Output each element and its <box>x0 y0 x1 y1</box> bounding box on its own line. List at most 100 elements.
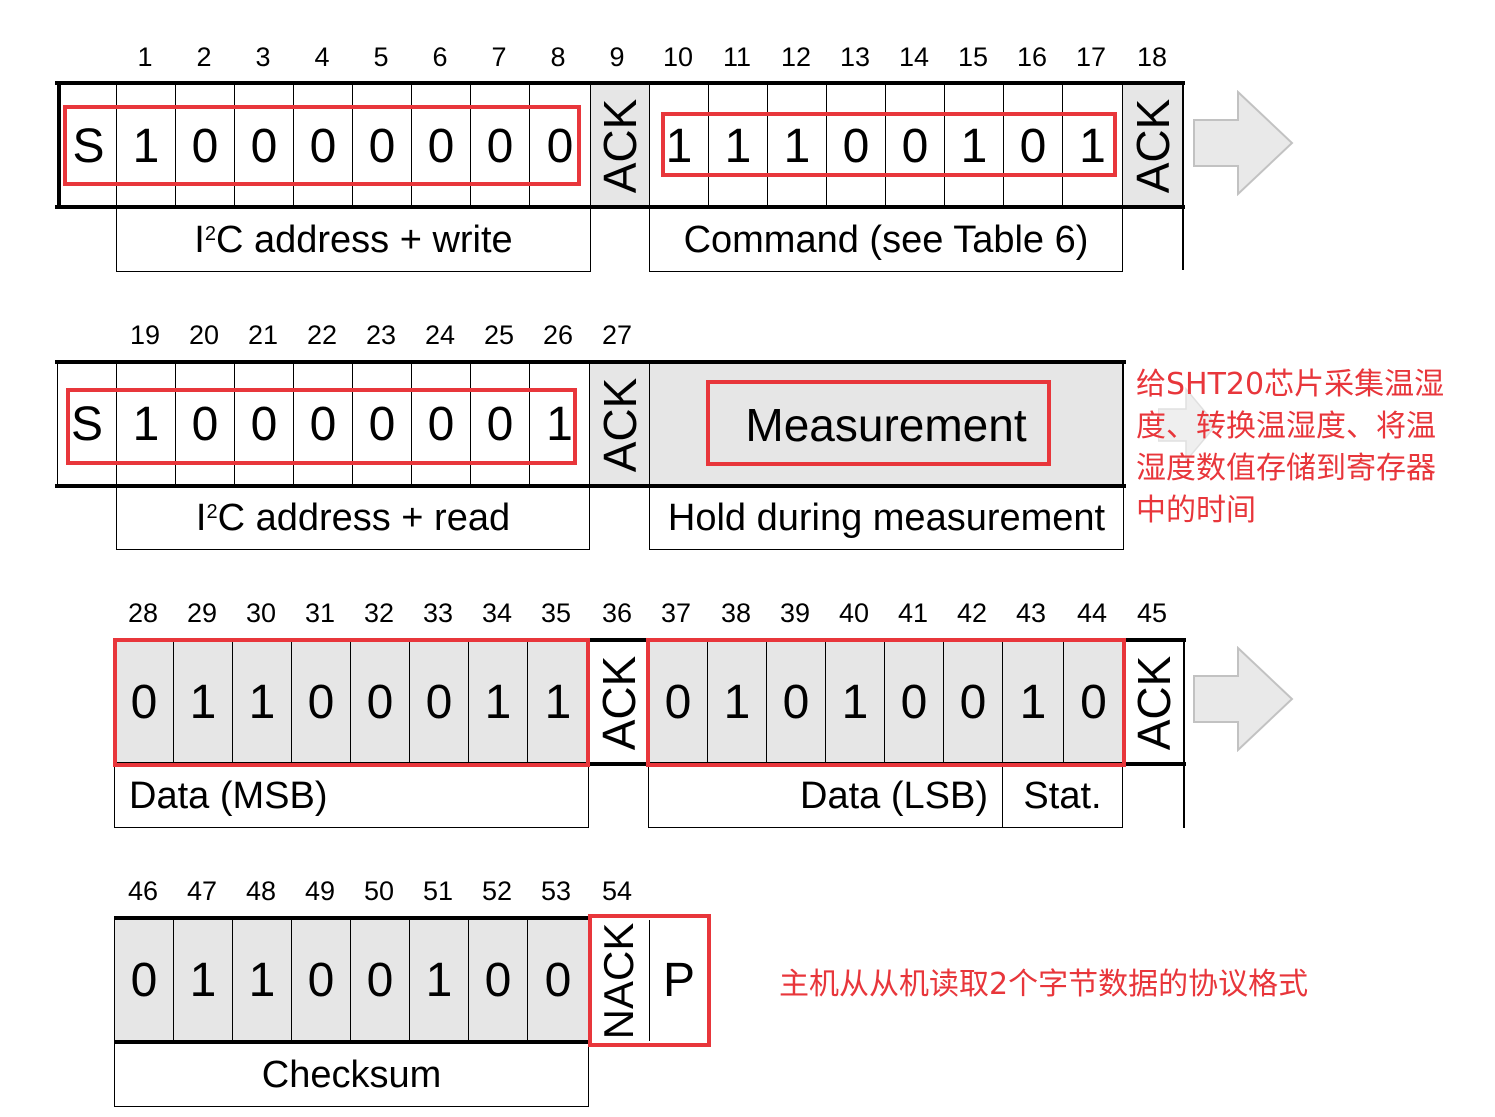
lsb-bit-cell: 0 <box>943 642 1002 763</box>
msb-highlight-box <box>113 638 590 767</box>
checksum-bit-cell: 0 <box>468 920 527 1041</box>
bit-number: 24 <box>424 320 456 350</box>
bit-number: 42 <box>956 598 988 628</box>
bit-number: 33 <box>422 598 454 628</box>
bit-number: 40 <box>838 598 870 628</box>
bit-number: 8 <box>550 42 566 72</box>
lsb-bit-cell: 0 <box>648 642 707 763</box>
msb-bit-cell: 1 <box>232 642 291 763</box>
command-bit-cell: 1 <box>767 85 826 207</box>
lsb-bit-cell: 0 <box>884 642 943 763</box>
bit-number: 26 <box>542 320 574 350</box>
frame-top-border <box>55 360 1126 364</box>
checksum-bit-cell: 0 <box>527 920 588 1041</box>
command-bit-cell: 0 <box>1003 85 1062 207</box>
bit-number: 41 <box>897 598 929 628</box>
bit-number: 49 <box>304 876 336 906</box>
continue-arrow-icon <box>1193 646 1294 752</box>
note-line: 湿度数值存储到寄存器 <box>1136 451 1436 486</box>
bit-number: 3 <box>255 42 271 72</box>
bit-number: 11 <box>722 42 752 72</box>
bit-number: 52 <box>481 876 513 906</box>
bit-number: 15 <box>957 42 989 72</box>
ack-cell: ACK <box>1122 85 1183 207</box>
faint-arrow-icon <box>1158 386 1217 464</box>
ack-cell: ACK <box>589 364 649 485</box>
frame-bottom-border <box>55 484 1126 488</box>
bit-number: 17 <box>1075 42 1107 72</box>
status-label: Stat. <box>1002 766 1123 828</box>
label-superscript: 2 <box>206 501 218 523</box>
bit-number: 6 <box>432 42 448 72</box>
ack-cell: ACK <box>1123 642 1184 763</box>
bit-number: 54 <box>601 876 633 906</box>
bit-number: 25 <box>483 320 515 350</box>
ack-label: ACK <box>1128 655 1180 750</box>
checksum-bit-cell: 0 <box>350 920 409 1041</box>
ack-label: ACK <box>593 377 646 472</box>
lsb-highlight-box <box>646 638 1126 767</box>
checksum-bit-cell: 0 <box>114 920 173 1041</box>
checksum-bit-cell: 0 <box>291 920 350 1041</box>
address-read-highlight-box <box>66 388 577 465</box>
command-bit-cell: 1 <box>944 85 1003 207</box>
lsb-bit-cell: 0 <box>766 642 825 763</box>
bit-number: 23 <box>365 320 397 350</box>
bit-number: 21 <box>247 320 279 350</box>
bit-number: 43 <box>1015 598 1047 628</box>
data-msb-label: Data (MSB) <box>114 766 589 828</box>
frame-top-border <box>114 916 590 920</box>
bit-number: 9 <box>609 42 625 72</box>
checksum-bit-cell: 1 <box>232 920 291 1041</box>
nack-stop-highlight-box <box>588 914 711 1047</box>
bit-number: 12 <box>780 42 812 72</box>
bit-number: 46 <box>127 876 159 906</box>
bit-number: 4 <box>314 42 330 72</box>
bit-number: 22 <box>306 320 338 350</box>
bit-number: 37 <box>660 598 692 628</box>
ack-label: ACK <box>592 655 645 750</box>
bit-number: 47 <box>186 876 218 906</box>
bit-number: 51 <box>422 876 454 906</box>
bit-number: 28 <box>127 598 159 628</box>
lsb-bit-cell: 1 <box>825 642 884 763</box>
hold-label: Hold during measurement <box>649 488 1124 550</box>
frame-bottom-border <box>114 1040 590 1044</box>
ack-label: ACK <box>594 98 646 194</box>
ack-cell: ACK <box>588 642 648 763</box>
msb-bit-cell: 1 <box>527 642 588 763</box>
bit-number: 34 <box>481 598 513 628</box>
status-bit-cell: 0 <box>1063 642 1123 763</box>
label-text: I <box>195 497 207 539</box>
bit-number: 29 <box>186 598 218 628</box>
msb-bit-cell: 1 <box>468 642 527 763</box>
command-bit-cell: 0 <box>885 85 944 207</box>
lsb-bit-cell: 1 <box>707 642 766 763</box>
label-text: I <box>194 218 205 261</box>
bit-number: 48 <box>245 876 277 906</box>
command-bit-cell: 1 <box>649 85 708 207</box>
address-bit-cell: 0 <box>293 364 352 485</box>
frame-bottom-border <box>55 205 1185 209</box>
checksum-label: Checksum <box>114 1044 589 1107</box>
frame-right-edge <box>1182 85 1184 270</box>
bit-number: 45 <box>1136 598 1168 628</box>
bit-number: 39 <box>779 598 811 628</box>
ack-cell: ACK <box>590 85 649 207</box>
bit-number: 16 <box>1016 42 1048 72</box>
bit-number: 50 <box>363 876 395 906</box>
note-line: 中的时间 <box>1136 493 1256 528</box>
msb-bit-cell: 1 <box>173 642 232 763</box>
command-bit-cell: 0 <box>826 85 885 207</box>
bit-number: 18 <box>1136 42 1168 72</box>
bit-number: 53 <box>540 876 572 906</box>
msb-bit-cell: 0 <box>350 642 409 763</box>
status-bit-cell: 1 <box>1002 642 1063 763</box>
command-bit-cell: 1 <box>1062 85 1122 207</box>
command-highlight-box <box>661 112 1117 177</box>
bit-number: 38 <box>720 598 752 628</box>
bit-number: 20 <box>188 320 220 350</box>
bit-number: 5 <box>373 42 389 72</box>
